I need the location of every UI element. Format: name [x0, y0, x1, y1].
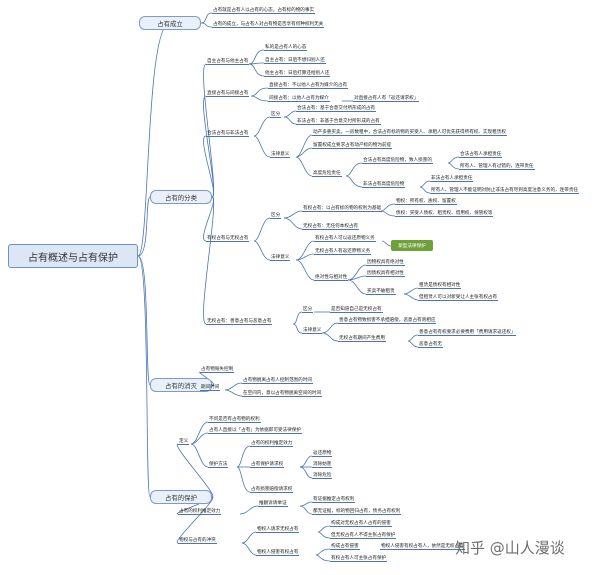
branch-label: 占有成立 — [157, 19, 183, 28]
node[interactable]: 善意占有物致损害不承担赔偿，恶意占有则相应 — [338, 318, 437, 324]
node[interactable]: 有权占有与无权占有 — [206, 236, 250, 242]
node[interactable]: 所有人、管理人有过错的，连带责任 — [459, 164, 535, 170]
node[interactable]: 无权占有：无任何本权占有 — [302, 224, 360, 230]
node[interactable]: 因物权具有绝对性 — [366, 260, 405, 266]
node[interactable]: 期间时间 — [200, 385, 221, 391]
node[interactable]: 占有的权利推定效力 — [250, 441, 294, 447]
node[interactable]: 买卖不破租赁 — [366, 289, 396, 295]
root-node[interactable]: 占有概述与占有保护 — [8, 244, 138, 268]
node[interactable]: 无权占有期间产生费用 — [338, 336, 386, 342]
node[interactable]: 无权占有：善意占有与恶意占有 — [206, 319, 273, 325]
node[interactable]: 有权占有人可主张占有保护 — [330, 556, 388, 562]
node[interactable]: 自主占有与他主占有 — [206, 59, 250, 65]
node[interactable]: 法律意义 — [302, 328, 323, 334]
node[interactable]: 物权人请求无权占有 — [256, 527, 300, 533]
node[interactable]: 法律意义 — [270, 152, 291, 158]
node[interactable]: 构成对无权占有人占有的侵害 — [330, 521, 392, 527]
node[interactable]: 无权占有人有返还原物义务 — [314, 249, 372, 255]
node[interactable]: 构成占有侵害 — [330, 544, 360, 550]
node[interactable]: 有证据推定占有权利 — [312, 497, 356, 503]
node[interactable]: 都无证据，标的物回归占有，债务占有权利 — [312, 509, 402, 515]
node[interactable]: 占有保护请求权 — [250, 462, 285, 468]
branch-occupancy-extinction[interactable]: 占有的消灭 — [150, 378, 212, 392]
node[interactable]: 消除妨害 — [312, 462, 333, 468]
node[interactable]: 绝对性与相对性 — [314, 275, 349, 281]
node[interactable]: 在空间内，意以占有物脱离空间的时间 — [242, 391, 323, 397]
node[interactable]: 推翻诉请举证 — [258, 501, 288, 507]
node[interactable]: 占有的成立，与占有人对占有物是否享有何种权利无关 — [212, 22, 325, 28]
node[interactable]: 占有损害赔偿请求权 — [250, 487, 294, 493]
branch-occupancy-formation[interactable]: 占有成立 — [139, 16, 201, 30]
branch-occupancy-protection[interactable]: 占有的保护 — [150, 490, 212, 504]
node[interactable]: 物权人侵害有权占有人，依然是无权占有 — [380, 544, 465, 550]
node[interactable]: 区分 — [270, 112, 282, 118]
node[interactable]: 消除危险 — [312, 473, 333, 479]
node[interactable]: 法律意义 — [270, 255, 291, 261]
node[interactable]: 区分 — [302, 307, 314, 313]
node[interactable]: 占有物毁失控制 — [200, 367, 235, 373]
branch-occupancy-classification[interactable]: 占有的分类 — [150, 190, 212, 204]
node[interactable]: 高度危险责任 — [312, 171, 342, 177]
node[interactable]: 自主占有：日后不想归别人还 — [264, 58, 326, 64]
node[interactable]: 占有的权利推定效力 — [178, 509, 222, 515]
node[interactable]: 返还原物 — [312, 451, 333, 457]
node[interactable]: 债权：买受人债权、租赁权、借用权、保管权等 — [395, 211, 494, 217]
node[interactable]: 合法占有人承担责任 — [459, 152, 503, 158]
node[interactable]: 物权与占有的冲突 — [178, 538, 217, 544]
node[interactable]: 有权占有：以占有标的物的权利为基础 — [302, 206, 383, 212]
node[interactable]: 占有就是占有人以占有的心态，占有标的物的事实 — [212, 8, 316, 14]
node[interactable]: 物权：所有权、质权、留置权 — [395, 199, 457, 205]
node[interactable]: 保护方法 — [208, 462, 229, 468]
node[interactable]: 非法占有人承担责任 — [430, 176, 474, 182]
node[interactable]: 合法占有高度危险物，致人损害的 — [362, 158, 433, 164]
node[interactable]: 定义 — [178, 439, 190, 445]
node[interactable]: 是否知道自己是无权占有 — [330, 307, 383, 313]
node[interactable]: 留置权成立要求占有动产标的物为前提 — [312, 143, 393, 149]
node[interactable]: 直接占有与间接占有 — [206, 91, 250, 97]
root-label: 占有概述与占有保护 — [28, 252, 118, 264]
node[interactable]: 合法占有与非法占有 — [206, 131, 250, 137]
node[interactable]: 有权占有人可以返还原物义务 — [314, 236, 376, 242]
node[interactable]: 因债权具有相对性 — [366, 271, 405, 277]
branch-label: 占有的保护 — [165, 493, 197, 502]
node[interactable]: 合法占有：基于合意交付所形成的占有 — [296, 106, 377, 112]
new-legal-protection-tag[interactable]: 新型法律保护 — [391, 240, 433, 251]
node[interactable]: 所有人、管理人不能证明对防止非法占有尽到高度注意义务的，连带责任 — [430, 188, 580, 194]
node[interactable]: 恶意占有无 — [418, 342, 443, 348]
watermark: 知乎 @山人漫谈 — [455, 539, 565, 557]
node[interactable]: 他主占有：日后打算还给别人还 — [264, 71, 331, 77]
node[interactable]: 租赁是债权有相对性 — [418, 283, 462, 289]
node[interactable]: 占有人直接以「占有」为依据即可受法律保护 — [208, 428, 302, 434]
node[interactable]: 直接占有：不以他人占有为媒介的占有 — [268, 83, 349, 89]
node[interactable]: 区分 — [270, 213, 282, 219]
node[interactable]: 物权人侵害有权占有 — [256, 550, 300, 556]
node[interactable]: 非法占有：非基于合意交付所形成的占有 — [296, 119, 381, 125]
node[interactable]: 但租赁人可以对新受让人主张有权占有 — [418, 295, 499, 301]
node[interactable]: 但无权占有人不得主张占有保护 — [330, 533, 397, 539]
branch-label: 占有的消灭 — [165, 381, 197, 390]
node[interactable]: 动产多重买卖，一房数租中，合法占有标的物的买受人、承租人可优先获得所有权、实现租… — [312, 130, 507, 136]
node[interactable]: 占有物脱离占有人控制范围的时间 — [242, 378, 313, 384]
node[interactable]: 善意占有有权要求必要费用「费用请求返还权」 — [418, 330, 517, 336]
node[interactable]: 私的是占有人的心态 — [264, 45, 308, 51]
node[interactable]: 不问是否有占有物的权利 — [208, 417, 261, 423]
node[interactable]: 间接占有：以他人占有为媒介 — [268, 96, 330, 102]
branch-label: 占有的分类 — [165, 193, 197, 202]
node[interactable]: 非法占有高度危险物 — [362, 182, 406, 188]
node[interactable]: 对直接占有人有「返还请求权」 — [353, 96, 420, 102]
tag-label: 新型法律保护 — [398, 243, 426, 249]
